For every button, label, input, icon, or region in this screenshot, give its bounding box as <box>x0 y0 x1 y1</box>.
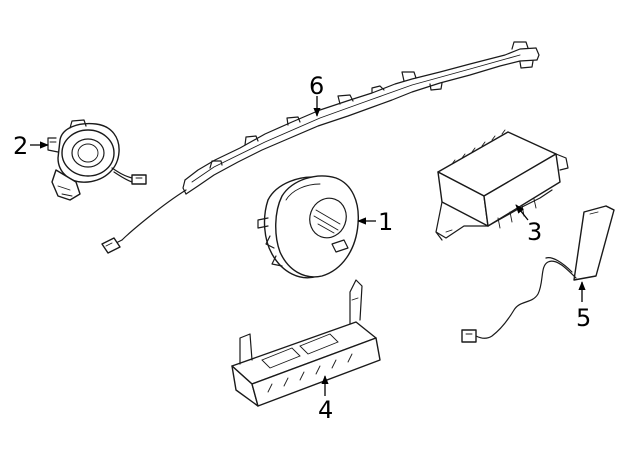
part-driver-airbag[interactable] <box>257 175 359 279</box>
callout-2: 2 <box>13 132 49 160</box>
callout-number-5: 5 <box>576 304 591 332</box>
callout-4: 4 <box>318 375 333 424</box>
callout-number-3: 3 <box>527 218 542 246</box>
callout-number-2: 2 <box>13 132 28 160</box>
part-clockspring[interactable] <box>47 119 147 201</box>
part-knee-airbag[interactable] <box>231 279 381 407</box>
part-seat-airbag[interactable] <box>461 205 615 343</box>
part-curtain-airbag[interactable] <box>101 41 540 254</box>
callout-number-4: 4 <box>318 396 333 424</box>
callout-3: 3 <box>515 204 542 246</box>
callout-number-6: 6 <box>309 72 324 100</box>
callout-number-1: 1 <box>378 208 393 236</box>
callout-1: 1 <box>357 208 393 236</box>
callout-5: 5 <box>576 281 591 332</box>
callout-6: 6 <box>309 72 324 117</box>
part-passenger-airbag[interactable] <box>435 129 569 241</box>
